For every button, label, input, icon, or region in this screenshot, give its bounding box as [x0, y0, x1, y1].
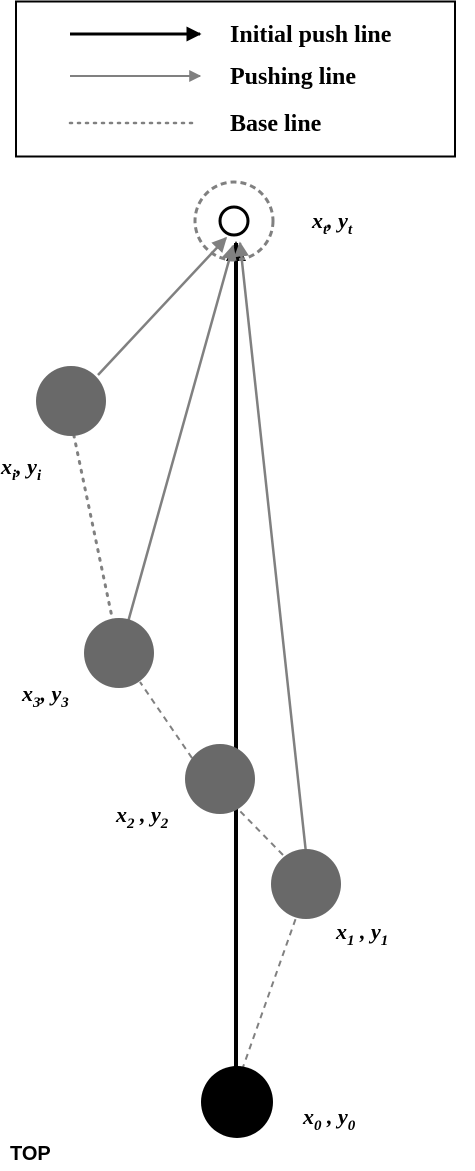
node-1	[271, 849, 341, 919]
pushing-line-1	[233, 241, 308, 854]
legend-base-label: Base line	[230, 111, 322, 137]
view-label-top: TOP	[10, 1143, 51, 1165]
node-i	[36, 366, 106, 436]
label-point-1: x1 , y1	[335, 919, 388, 949]
label-point-i: xi, yi	[0, 454, 42, 484]
target	[193, 180, 275, 262]
pushing-line-i	[97, 236, 228, 376]
label-target: xt, yt	[311, 208, 353, 238]
pushing-line-3	[126, 244, 237, 623]
pushing-lines	[97, 236, 308, 854]
base-line-3-i	[72, 434, 115, 624]
node-3	[84, 618, 154, 688]
base-line-2-3	[139, 681, 193, 759]
target-point	[218, 205, 250, 237]
legend-box	[15, 0, 456, 158]
base-lines	[72, 434, 298, 1071]
base-line-1-2	[236, 807, 284, 856]
base-line-0-1	[241, 914, 298, 1071]
node-2	[185, 744, 255, 814]
legend: Initial push line Pushing line Base line	[15, 0, 456, 158]
node-0	[201, 1066, 273, 1138]
legend-pushing-label: Pushing line	[230, 64, 356, 90]
target-dashed-ring	[193, 180, 275, 262]
label-point-0: x0 , y0	[302, 1104, 356, 1134]
label-point-3: x3, y3	[21, 681, 69, 711]
legend-initial-push-label: Initial push line	[230, 22, 392, 48]
label-point-2: x2 , y2	[115, 802, 169, 832]
